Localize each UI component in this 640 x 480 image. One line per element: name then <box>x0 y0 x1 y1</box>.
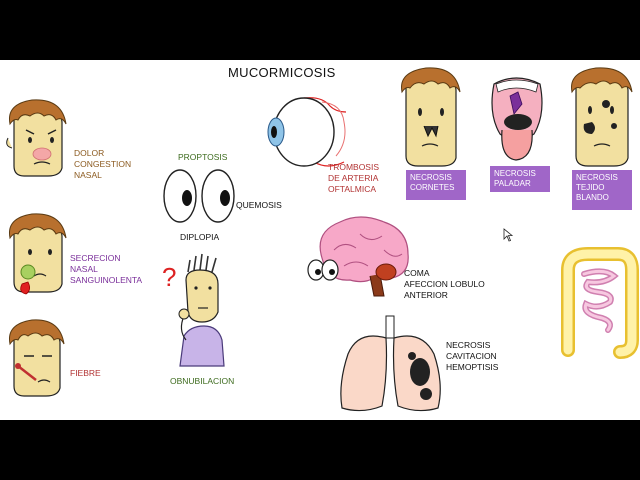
face-necrosis-skin-icon <box>571 67 633 167</box>
eyeball-icon <box>267 97 347 167</box>
label-diplopia: DIPLOPIA <box>180 232 220 242</box>
label-quemosis: QUEMOSIS <box>236 200 282 210</box>
intestine-icon <box>561 247 639 359</box>
label-obnubilacion: OBNUBILACION <box>170 376 235 386</box>
eyes-proptosis-icon <box>163 169 235 223</box>
face-pain-icon <box>6 99 67 177</box>
lungs-icon <box>340 315 441 412</box>
svg-text:?: ? <box>162 262 176 292</box>
cursor-icon <box>503 228 514 242</box>
open-mouth-palate-icon <box>491 77 543 161</box>
brain-icon <box>307 216 409 297</box>
page-title: MUCORMICOSIS <box>228 65 336 80</box>
face-fever-icon <box>8 319 65 397</box>
confused-person-icon: ? <box>162 253 225 367</box>
label-fiebre: FIEBRE <box>70 368 101 378</box>
face-nasal-secretion-icon <box>8 213 67 295</box>
label-proptosis: PROPTOSIS <box>178 152 228 162</box>
face-necrosis-nose-icon <box>401 67 461 167</box>
